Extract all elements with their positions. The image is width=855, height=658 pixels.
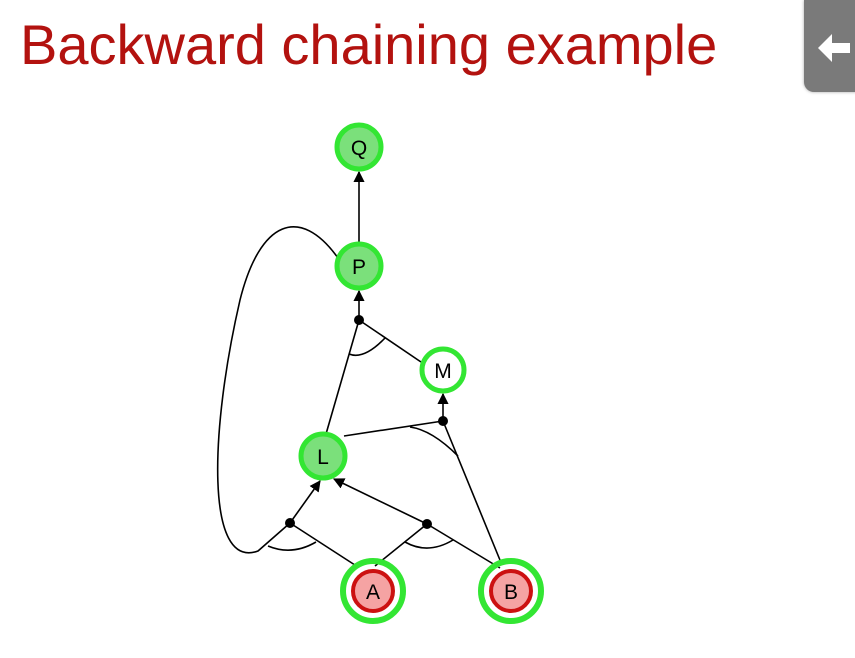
rule-b-and-l-implies-m (343, 392, 503, 566)
slide-title: Backward chaining example (20, 13, 718, 76)
node-l-label: L (317, 446, 329, 469)
and-arc-l-2 (404, 539, 454, 549)
and-junction-l-1 (285, 518, 295, 528)
and-arc-p (348, 337, 386, 357)
edge-l-to-p-junction (325, 319, 360, 435)
edge-p-to-l-junction-1 (216, 226, 339, 554)
node-m: M (419, 346, 467, 394)
and-junction-m (438, 416, 448, 426)
rule-l-and-m-implies-p (325, 289, 422, 435)
and-arc-l-1 (267, 541, 317, 551)
rule-a-and-p-implies-l (216, 226, 359, 568)
node-p: P (334, 241, 384, 291)
node-b: B (478, 558, 544, 624)
edge-l-to-m-junction (343, 420, 444, 437)
and-arc-m (409, 426, 459, 457)
node-q: Q (334, 122, 384, 172)
node-q-label: Q (351, 137, 367, 160)
edge-a-to-l-junction-2 (374, 523, 428, 567)
node-a-label: A (366, 581, 380, 604)
node-l: L (298, 431, 348, 481)
node-m-label: M (434, 360, 452, 383)
edge-a-to-l-junction-1 (289, 522, 359, 568)
and-junction-p (354, 315, 364, 325)
edge-b-to-m-junction (442, 420, 503, 566)
back-arrow-icon (818, 34, 850, 62)
edge-l-junction-1-to-l (289, 480, 321, 524)
rule-a-and-b-implies-l (332, 478, 501, 569)
and-junction-l-2 (422, 519, 432, 529)
edge-m-to-p-junction (358, 319, 422, 363)
edge-l-junction-2-to-l (332, 478, 428, 525)
node-a: A (340, 558, 406, 624)
back-nav-button[interactable] (804, 0, 855, 92)
node-b-label: B (504, 581, 518, 604)
edge-b-to-l-junction-2 (426, 523, 501, 569)
node-p-label: P (352, 256, 366, 279)
